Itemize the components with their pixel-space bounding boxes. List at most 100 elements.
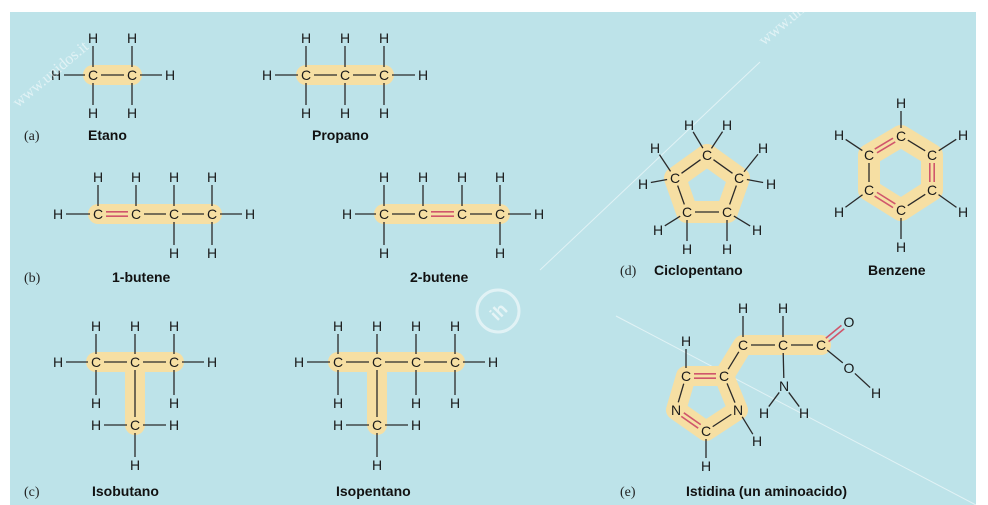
istidina-double-bond (683, 412, 702, 426)
isopentano-carbon-atom: C (372, 354, 382, 370)
panel-label-c: (c) (24, 485, 40, 500)
ciclopentano-hydrogen-atom: H (758, 140, 768, 156)
ciclopentano-carbon-atom: C (702, 147, 712, 163)
istidina-hydrogen-atom: H (871, 385, 881, 401)
ciclopentano-bond (733, 215, 751, 227)
ciclopentano-carbon-atom: C (722, 204, 732, 220)
isobutano-hydrogen-atom: H (169, 318, 179, 334)
molecule-name-isopentano: Isopentano (336, 483, 411, 499)
benzene-hydrogen-atom: H (958, 204, 968, 220)
benzene-bond (845, 138, 863, 152)
isopentano-hydrogen-atom: H (372, 318, 382, 334)
benzene-bond (938, 138, 957, 152)
butene-1-carbon-atom: C (169, 206, 179, 222)
istidina-carbon-atom: C (701, 423, 711, 439)
watermark-text-right: www.unidos.it (756, 0, 839, 49)
ciclopentano-bond (710, 131, 724, 149)
isobutano-carbon-atom: C (130, 417, 140, 433)
etano-carbon-atom: C (127, 67, 137, 83)
ciclopentano-bond (681, 159, 701, 174)
ciclopentano-bond (729, 185, 737, 205)
istidina-bond (677, 383, 685, 403)
isopentano-hydrogen-atom: H (411, 395, 421, 411)
propano-hydrogen-atom: H (418, 67, 428, 83)
isopentano-hydrogen-atom: H (450, 395, 460, 411)
benzene-bond (845, 194, 863, 208)
benzene-bond (907, 139, 926, 152)
ciclopentano-hydrogen-atom: H (650, 140, 660, 156)
istidina-bond (727, 351, 740, 370)
molecule-name-isobutano: Isobutano (92, 483, 159, 499)
butene-1-carbon-atom: C (131, 206, 141, 222)
butene-2-hydrogen-atom: H (418, 169, 428, 185)
isobutano-hydrogen-atom: H (169, 417, 179, 433)
isopentano-hydrogen-atom: H (294, 354, 304, 370)
istidina-nitrogen-atom: N (779, 378, 789, 394)
isopentano-hydrogen-atom: H (333, 318, 343, 334)
istidina-hydrogen-atom: H (738, 300, 748, 316)
isobutano-hydrogen-atom: H (207, 354, 217, 370)
molecule-name-2-butene: 2-butene (410, 269, 469, 285)
isopentano-carbon-atom: C (372, 417, 382, 433)
istidina-bond (788, 392, 800, 407)
benzene-ring-highlight (858, 125, 943, 221)
benzene-double-bond (876, 141, 896, 154)
watermark-logo-text: ih (486, 299, 511, 324)
butene-1-carbon-atom: C (93, 206, 103, 222)
ciclopentano-bond (677, 185, 685, 205)
isopentano-carbon-atom: C (411, 354, 421, 370)
benzene-hydrogen-atom: H (896, 239, 906, 255)
etano-hydrogen-atom: H (88, 30, 98, 46)
benzene-carbon-atom: C (896, 202, 906, 218)
butene-2-hydrogen-atom: H (495, 245, 505, 261)
istidina-bond (741, 416, 754, 435)
panel-label-e: (e) (620, 485, 636, 500)
propano-hydrogen-atom: H (379, 30, 389, 46)
isobutano-hydrogen-atom: H (169, 395, 179, 411)
ciclopentano-bond (746, 178, 764, 184)
benzene-hydrogen-atom: H (896, 95, 906, 111)
butene-2-hydrogen-atom: H (342, 206, 352, 222)
istidina-carbon-atom: C (738, 337, 748, 353)
ciclopentano-carbon-atom: C (734, 170, 744, 186)
istidina-double-bond (825, 324, 842, 339)
isobutano-carbon-atom: C (91, 354, 101, 370)
butene-1-hydrogen-atom: H (169, 169, 179, 185)
istidina-bond (726, 383, 736, 403)
molecule-name-propano: Propano (312, 127, 369, 143)
isobutano-carbon-atom: C (169, 354, 179, 370)
istidina-double-bond (680, 415, 699, 429)
bonds (64, 46, 957, 458)
butene-1-hydrogen-atom: H (245, 206, 255, 222)
ciclopentano-hydrogen-atom: H (766, 176, 776, 192)
istidina-nitrogen-atom: N (733, 402, 743, 418)
butene-2-hydrogen-atom: H (379, 245, 389, 261)
benzene-carbon-atom: C (896, 128, 906, 144)
istidina-bond (782, 352, 785, 379)
isopentano-hydrogen-atom: H (450, 318, 460, 334)
benzene-carbon-atom: C (864, 182, 874, 198)
ciclopentano-bond (743, 153, 759, 173)
istidina-hydrogen-atom: H (752, 433, 762, 449)
guide-line (615, 315, 977, 505)
guide-lines (539, 61, 977, 505)
etano-hydrogen-atom: H (51, 67, 61, 83)
butene-2-carbon-atom: C (379, 206, 389, 222)
butene-2-carbon-atom: C (418, 206, 428, 222)
isobutano-hydrogen-atom: H (130, 318, 140, 334)
molecule-name-benzene: Benzene (868, 262, 926, 278)
butene-1-hydrogen-atom: H (53, 206, 63, 222)
istidina-bond (826, 349, 844, 364)
propano-hydrogen-atom: H (340, 105, 350, 121)
figure-panel (10, 12, 976, 505)
istidina-bond (712, 413, 732, 428)
isopentano-hydrogen-atom: H (333, 417, 343, 433)
butene-2-carbon-atom: C (457, 206, 467, 222)
ciclopentano-hydrogen-atom: H (722, 241, 732, 257)
ciclopentano-bond (650, 178, 668, 184)
panel-label-b: (b) (24, 271, 41, 286)
isobutano-hydrogen-atom: H (91, 417, 101, 433)
butene-1-hydrogen-atom: H (207, 169, 217, 185)
